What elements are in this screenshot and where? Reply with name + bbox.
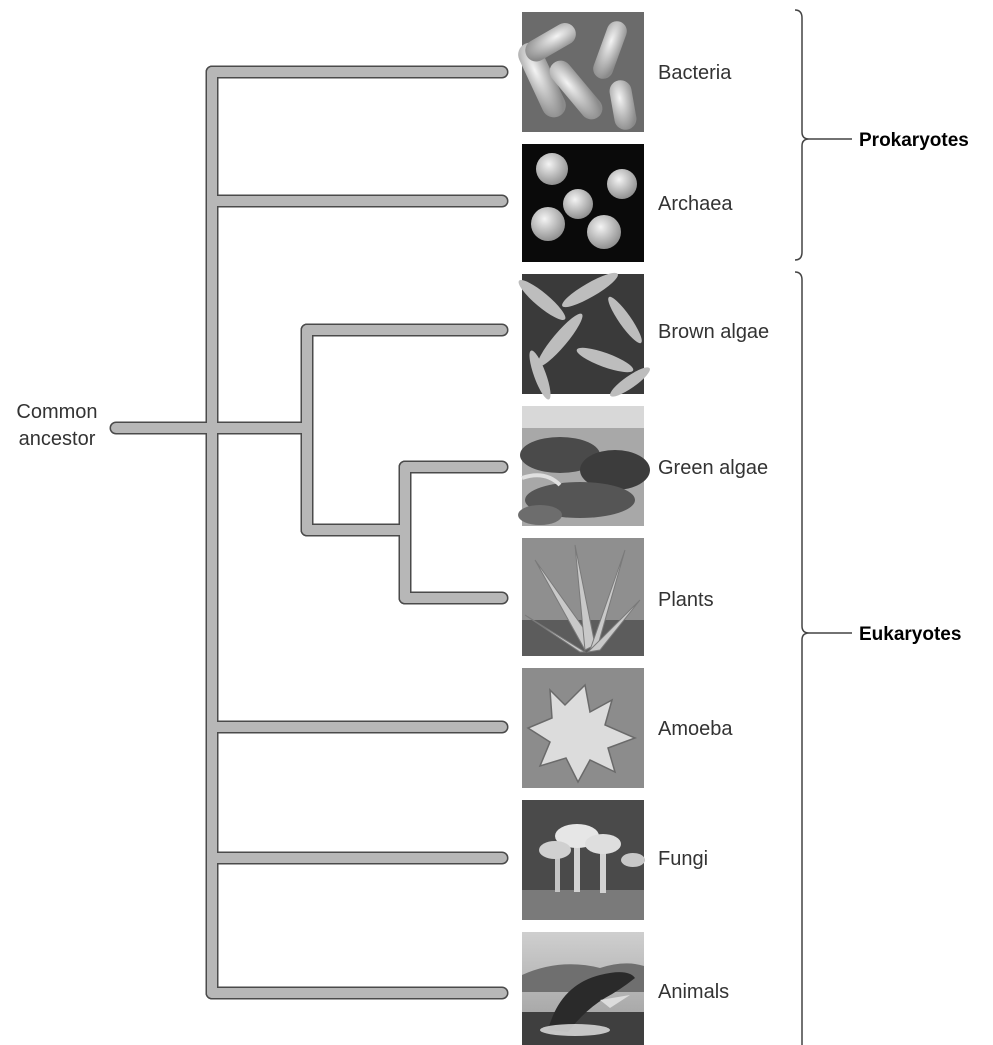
taxon-label-amoeba: Amoeba	[658, 718, 733, 740]
taxon-label-green-algae: Green algae	[658, 457, 768, 479]
taxon-label-plants: Plants	[658, 589, 714, 611]
animals-image	[522, 932, 644, 1045]
fungi-image	[522, 800, 645, 920]
amoeba-image	[522, 668, 644, 788]
eukaryotes-brace	[795, 272, 809, 1045]
root-label-line1: Common	[16, 401, 97, 423]
brown-algae-image	[515, 268, 654, 402]
green-algae-image	[518, 406, 650, 526]
archaea-image	[522, 144, 644, 262]
taxon-label-animals: Animals	[658, 981, 729, 1003]
root-label-line2: ancestor	[19, 428, 96, 450]
prokaryotes-brace	[795, 10, 809, 260]
plants-image	[522, 538, 644, 656]
taxon-label-archaea: Archaea	[658, 193, 733, 215]
taxon-label-bacteria: Bacteria	[658, 62, 732, 84]
taxon-label-brown-algae: Brown algae	[658, 321, 769, 343]
taxon-label-fungi: Fungi	[658, 848, 708, 870]
group-label-eukaryotes: Eukaryotes	[859, 624, 961, 645]
tree-branches	[116, 72, 502, 993]
group-label-prokaryotes: Prokaryotes	[859, 130, 969, 151]
bacteria-image	[514, 12, 644, 132]
